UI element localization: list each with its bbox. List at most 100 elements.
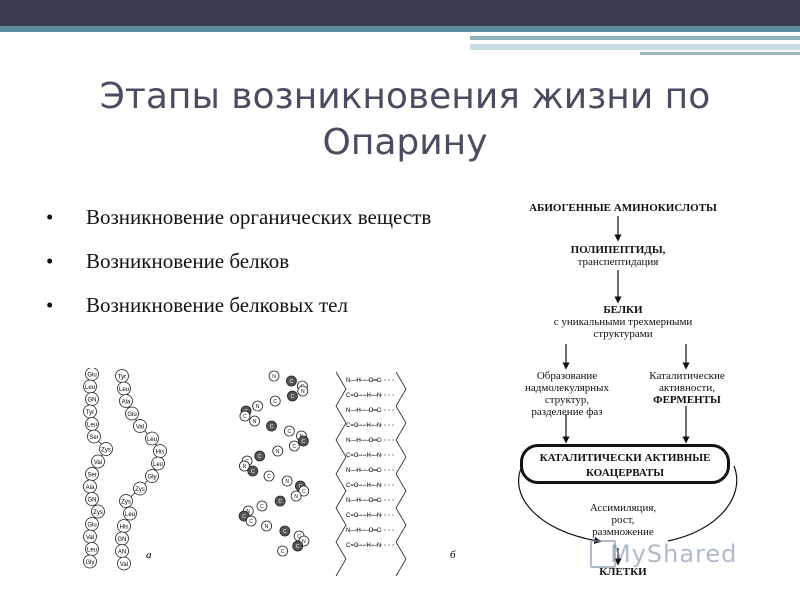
amino-acid-node bbox=[91, 454, 105, 469]
sheet-atom-label: C=O----H—N bbox=[346, 453, 381, 459]
helix-atom bbox=[269, 395, 281, 407]
scheme-step-proteins: БЕЛКИ с уникальными трехмерными структур… bbox=[553, 304, 693, 340]
helix-atom bbox=[272, 445, 284, 457]
scheme-step-cells: КЛЕТКИ bbox=[599, 566, 647, 578]
slide-title: Этапы возникновения жизни по Опарину bbox=[99, 76, 711, 163]
amino-acid-label: Gly bbox=[148, 475, 157, 481]
helix-atom bbox=[252, 400, 263, 412]
amino-acid-node bbox=[85, 492, 99, 506]
amino-acid-label: Val bbox=[94, 460, 102, 466]
bullet-item: Возникновение органических веществ bbox=[46, 204, 486, 230]
amino-acid-label: His bbox=[120, 525, 129, 531]
helix-atom-label: N bbox=[301, 389, 305, 395]
amino-acid-label: Val bbox=[136, 425, 144, 431]
sheet-atom-label: N—H----O=C bbox=[346, 438, 382, 444]
helix-atom bbox=[281, 475, 293, 487]
amino-acid-node bbox=[133, 419, 147, 433]
helix-atom bbox=[279, 525, 291, 537]
helix-atom bbox=[268, 370, 280, 382]
amino-acid-label: Ser bbox=[89, 435, 98, 441]
amino-acid-node bbox=[87, 429, 101, 444]
helix-atom bbox=[261, 520, 272, 532]
amino-acid-label: Zys bbox=[135, 487, 145, 493]
amino-acid-node bbox=[119, 394, 133, 408]
scheme-branch-enzymes: Каталитические активности, ФЕРМЕНТЫ bbox=[649, 370, 725, 406]
cycle-arrow bbox=[667, 465, 738, 542]
helix-atom-label: C bbox=[296, 544, 300, 550]
amino-acid-label: Leu bbox=[85, 385, 95, 391]
scheme-cycle-label: Ассимиляция, рост, размножение bbox=[589, 502, 657, 538]
helix-atom-label: C bbox=[278, 499, 282, 505]
amino-acid-node bbox=[91, 504, 105, 519]
helix-atom-label: N bbox=[253, 419, 257, 425]
helix-atom-label: C bbox=[260, 504, 264, 510]
scheme-arrows bbox=[518, 216, 738, 566]
amino-acid-node bbox=[123, 506, 137, 521]
scheme-branch-phase-separation: Образование надмолекулярных структур, ра… bbox=[524, 370, 610, 418]
helix-atom-label: C bbox=[242, 514, 246, 520]
helix-atom-label: C bbox=[291, 394, 295, 400]
helix-atom-label: C bbox=[249, 519, 253, 525]
sheet-atom-label: N—H----O=C bbox=[346, 498, 382, 504]
primary-structure-chain: TyrLeuAlaGluValLeuHisLeuGlyZysZysLeuHisG… bbox=[115, 369, 167, 571]
sheet-atom-label: N—H----O=C bbox=[346, 378, 382, 384]
helix-atom-label: C bbox=[290, 379, 294, 385]
amino-acid-node bbox=[99, 442, 113, 456]
sheet-atom-label: C=O----H—N bbox=[346, 543, 381, 549]
amino-acid-node bbox=[145, 431, 159, 446]
sheet-atom-label: N—H----O=C bbox=[346, 468, 382, 474]
amino-acid-label: Zys bbox=[101, 448, 111, 454]
watermark-logo-icon bbox=[590, 540, 616, 568]
figure-label-a: а bbox=[146, 549, 152, 561]
watermark-text: MyShared bbox=[610, 540, 738, 568]
alpha-helix: NCCNCCNCCNCCNCCNCCNCCNCCNCCNCCNCCNCC bbox=[238, 370, 310, 557]
helix-atom bbox=[274, 495, 286, 507]
bullet-item: Возникновение белков bbox=[46, 248, 486, 274]
helix-atom-label: N bbox=[302, 539, 306, 545]
helix-atom-label: N bbox=[246, 509, 250, 515]
amino-acid-label: GN bbox=[88, 398, 97, 404]
amino-acid-node bbox=[83, 554, 97, 569]
helix-atom bbox=[290, 490, 302, 502]
amino-acid-label: Leu bbox=[147, 437, 157, 443]
helix-atom-label: N bbox=[276, 449, 280, 455]
top-decor-line bbox=[470, 36, 800, 40]
amino-acid-label: Tyr bbox=[86, 410, 94, 416]
amino-acid-label: GN bbox=[88, 498, 97, 504]
helix-atom-label: C bbox=[251, 469, 255, 475]
amino-acid-label: Zys bbox=[121, 500, 131, 506]
helix-atom-label: C bbox=[288, 429, 292, 435]
amino-acid-label: GN bbox=[118, 537, 127, 543]
helix-atom bbox=[277, 545, 289, 557]
helix-atom-label: C bbox=[293, 444, 297, 450]
top-decor-line bbox=[470, 44, 800, 50]
amino-acid-label: Tyr bbox=[118, 375, 126, 381]
helix-atom bbox=[245, 515, 257, 527]
oparin-scheme: АБИОГЕННЫЕ АМИНОКИСЛОТЫ ПОЛИПЕПТИДЫ, тра… bbox=[508, 196, 748, 586]
helix-atom bbox=[263, 470, 275, 482]
amino-acid-label: Glu bbox=[87, 523, 96, 529]
top-decor-bar bbox=[0, 0, 800, 26]
amino-acid-label: Leu bbox=[87, 423, 97, 429]
sheet-atom-label: N—H----O=C bbox=[346, 408, 382, 414]
amino-acid-label: Gly bbox=[86, 560, 95, 566]
helix-atom bbox=[287, 390, 298, 402]
amino-acid-node bbox=[119, 494, 133, 508]
amino-acid-label: Leu bbox=[87, 548, 97, 554]
amino-acid-node bbox=[133, 481, 147, 496]
sheet-atom-label: N—H----O=C bbox=[346, 528, 382, 534]
amino-acid-label: Leu bbox=[125, 512, 135, 518]
amino-acid-label: Val bbox=[120, 562, 128, 568]
helix-atom bbox=[239, 460, 250, 472]
sheet-atom-label: C=O----H—N bbox=[346, 393, 381, 399]
helix-atom bbox=[297, 385, 309, 397]
top-decor-line bbox=[640, 52, 800, 55]
cycle-arrow bbox=[518, 465, 602, 544]
helix-atom bbox=[247, 465, 259, 477]
bullet-item: Возникновение белковых тел bbox=[46, 292, 486, 318]
sheet-strand bbox=[395, 371, 407, 577]
amino-acid-label: Ala bbox=[86, 485, 95, 491]
beta-sheet: N—H----O=C C=O----H—N N—H----O=C C=O----H—N… bbox=[335, 371, 407, 577]
helix-atom-label: N bbox=[294, 494, 298, 500]
scheme-coacervates-box: КАТАЛИТИЧЕСКИ АКТИВНЫЕ КОАЦЕРВАТЫ bbox=[520, 444, 730, 484]
